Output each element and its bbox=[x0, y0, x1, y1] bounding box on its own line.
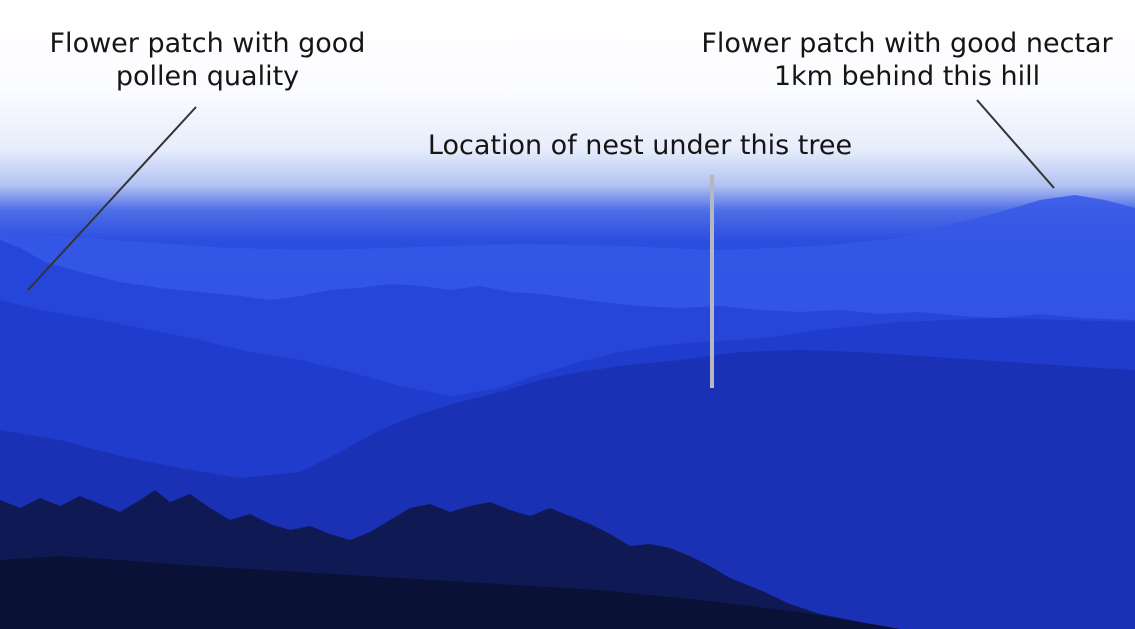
pollen-label-line1: Flower patch with good bbox=[49, 28, 366, 59]
nest-location-label: Location of nest under this tree bbox=[400, 129, 880, 162]
pollen-patch-label: Flower patch with good pollen quality bbox=[30, 27, 385, 93]
nectar-label-line1: Flower patch with good nectar bbox=[701, 28, 1113, 59]
nectar-label-line2: 1km behind this hill bbox=[773, 61, 1041, 92]
pollen-label-line2: pollen quality bbox=[115, 61, 300, 92]
nest-label-line1: Location of nest under this tree bbox=[427, 130, 853, 161]
foreground-trees-darker bbox=[0, 556, 900, 629]
nectar-patch-label: Flower patch with good nectar 1km behind… bbox=[682, 27, 1132, 93]
